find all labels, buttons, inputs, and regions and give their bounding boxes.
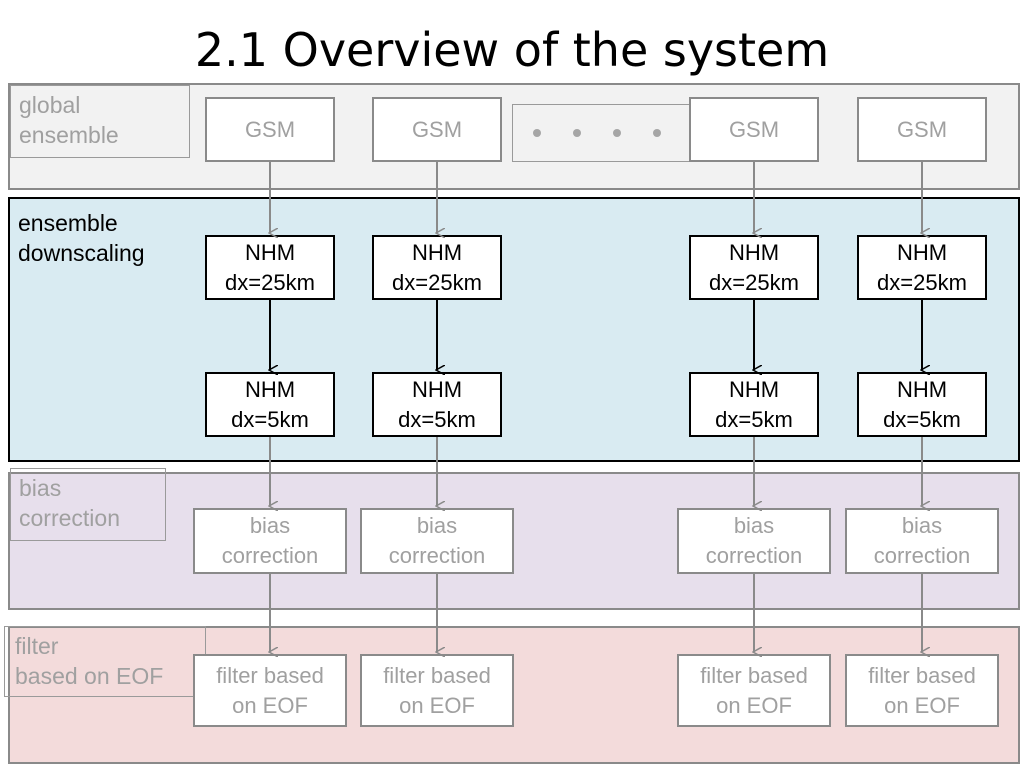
- ensemble-downscaling-band: [8, 197, 1020, 462]
- dot-4: [653, 129, 661, 137]
- bias-line2-3: correction: [705, 543, 803, 568]
- nhm5-line2-4: dx=5km: [883, 406, 961, 432]
- ensemble-downscaling-label-text: ensemble downscaling: [18, 210, 145, 266]
- nhm25-line2-4: dx=25km: [877, 269, 967, 295]
- filter-line2-4: on EOF: [884, 692, 960, 718]
- bias-correction-label: bias correction: [10, 468, 166, 541]
- nhm25-line2-2: dx=25km: [392, 269, 482, 295]
- dot-3: [613, 129, 621, 137]
- gsm-label-4: GSM: [896, 116, 948, 142]
- nhm5-box-2: NHM dx=5km: [372, 372, 502, 437]
- bias-line2-2: correction: [388, 543, 486, 568]
- nhm5-line2-1: dx=5km: [231, 406, 309, 432]
- filter-box-3: filter based on EOF: [677, 654, 831, 727]
- filter-label: filter based on EOF: [4, 626, 206, 697]
- filter-label-text: filter based on EOF: [15, 633, 164, 689]
- dot-2: [573, 129, 581, 137]
- bias-line2-4: correction: [873, 543, 971, 568]
- nhm5-box-3: NHM dx=5km: [689, 372, 819, 437]
- bias-correction-label-text: bias correction: [19, 475, 120, 531]
- filter-line1-1: filter based: [216, 662, 324, 688]
- bias-line2-1: correction: [221, 543, 319, 568]
- nhm5-box-1: NHM dx=5km: [205, 372, 335, 437]
- nhm25-box-2: NHM dx=25km: [372, 235, 502, 300]
- nhm5-line1-1: NHM: [244, 376, 296, 402]
- nhm25-line1-1: NHM: [244, 239, 296, 265]
- nhm25-box-3: NHM dx=25km: [689, 235, 819, 300]
- gsm-box-1: GSM: [205, 97, 335, 162]
- gsm-box-3: GSM: [689, 97, 819, 162]
- gsm-box-4: GSM: [857, 97, 987, 162]
- bias-line1-1: bias: [249, 513, 291, 538]
- nhm25-line1-3: NHM: [728, 239, 780, 265]
- gsm-label-3: GSM: [728, 116, 780, 142]
- nhm5-line2-2: dx=5km: [398, 406, 476, 432]
- filter-box-4: filter based on EOF: [845, 654, 999, 727]
- filter-line1-4: filter based: [868, 662, 976, 688]
- global-ensemble-label-text: global ensemble: [19, 92, 119, 148]
- bias-line1-3: bias: [733, 513, 775, 538]
- global-ensemble-label: global ensemble: [10, 85, 190, 158]
- ensemble-downscaling-label: ensemble downscaling: [10, 204, 153, 272]
- bias-box-2: bias correction: [360, 508, 514, 574]
- nhm25-line1-4: NHM: [896, 239, 948, 265]
- gsm-box-2: GSM: [372, 97, 502, 162]
- filter-line1-3: filter based: [700, 662, 808, 688]
- gsm-label-2: GSM: [411, 116, 463, 142]
- bias-line1-4: bias: [901, 513, 943, 538]
- nhm25-line2-3: dx=25km: [709, 269, 799, 295]
- filter-box-1: filter based on EOF: [193, 654, 347, 727]
- nhm5-line1-3: NHM: [728, 376, 780, 402]
- nhm25-line1-2: NHM: [411, 239, 463, 265]
- filter-line1-2: filter based: [383, 662, 491, 688]
- bias-line1-2: bias: [416, 513, 458, 538]
- dot-1: [533, 129, 541, 137]
- filter-line2-3: on EOF: [716, 692, 792, 718]
- nhm5-line1-2: NHM: [411, 376, 463, 402]
- nhm25-line2-1: dx=25km: [225, 269, 315, 295]
- filter-line2-1: on EOF: [232, 692, 308, 718]
- bias-box-1: bias correction: [193, 508, 347, 574]
- filter-line2-2: on EOF: [399, 692, 475, 718]
- page-title: 2.1 Overview of the system: [194, 23, 830, 77]
- nhm5-line1-4: NHM: [896, 376, 948, 402]
- gsm-label-1: GSM: [244, 116, 296, 142]
- filter-box-2: filter based on EOF: [360, 654, 514, 727]
- ellipsis-members: [512, 104, 690, 162]
- nhm5-line2-3: dx=5km: [715, 406, 793, 432]
